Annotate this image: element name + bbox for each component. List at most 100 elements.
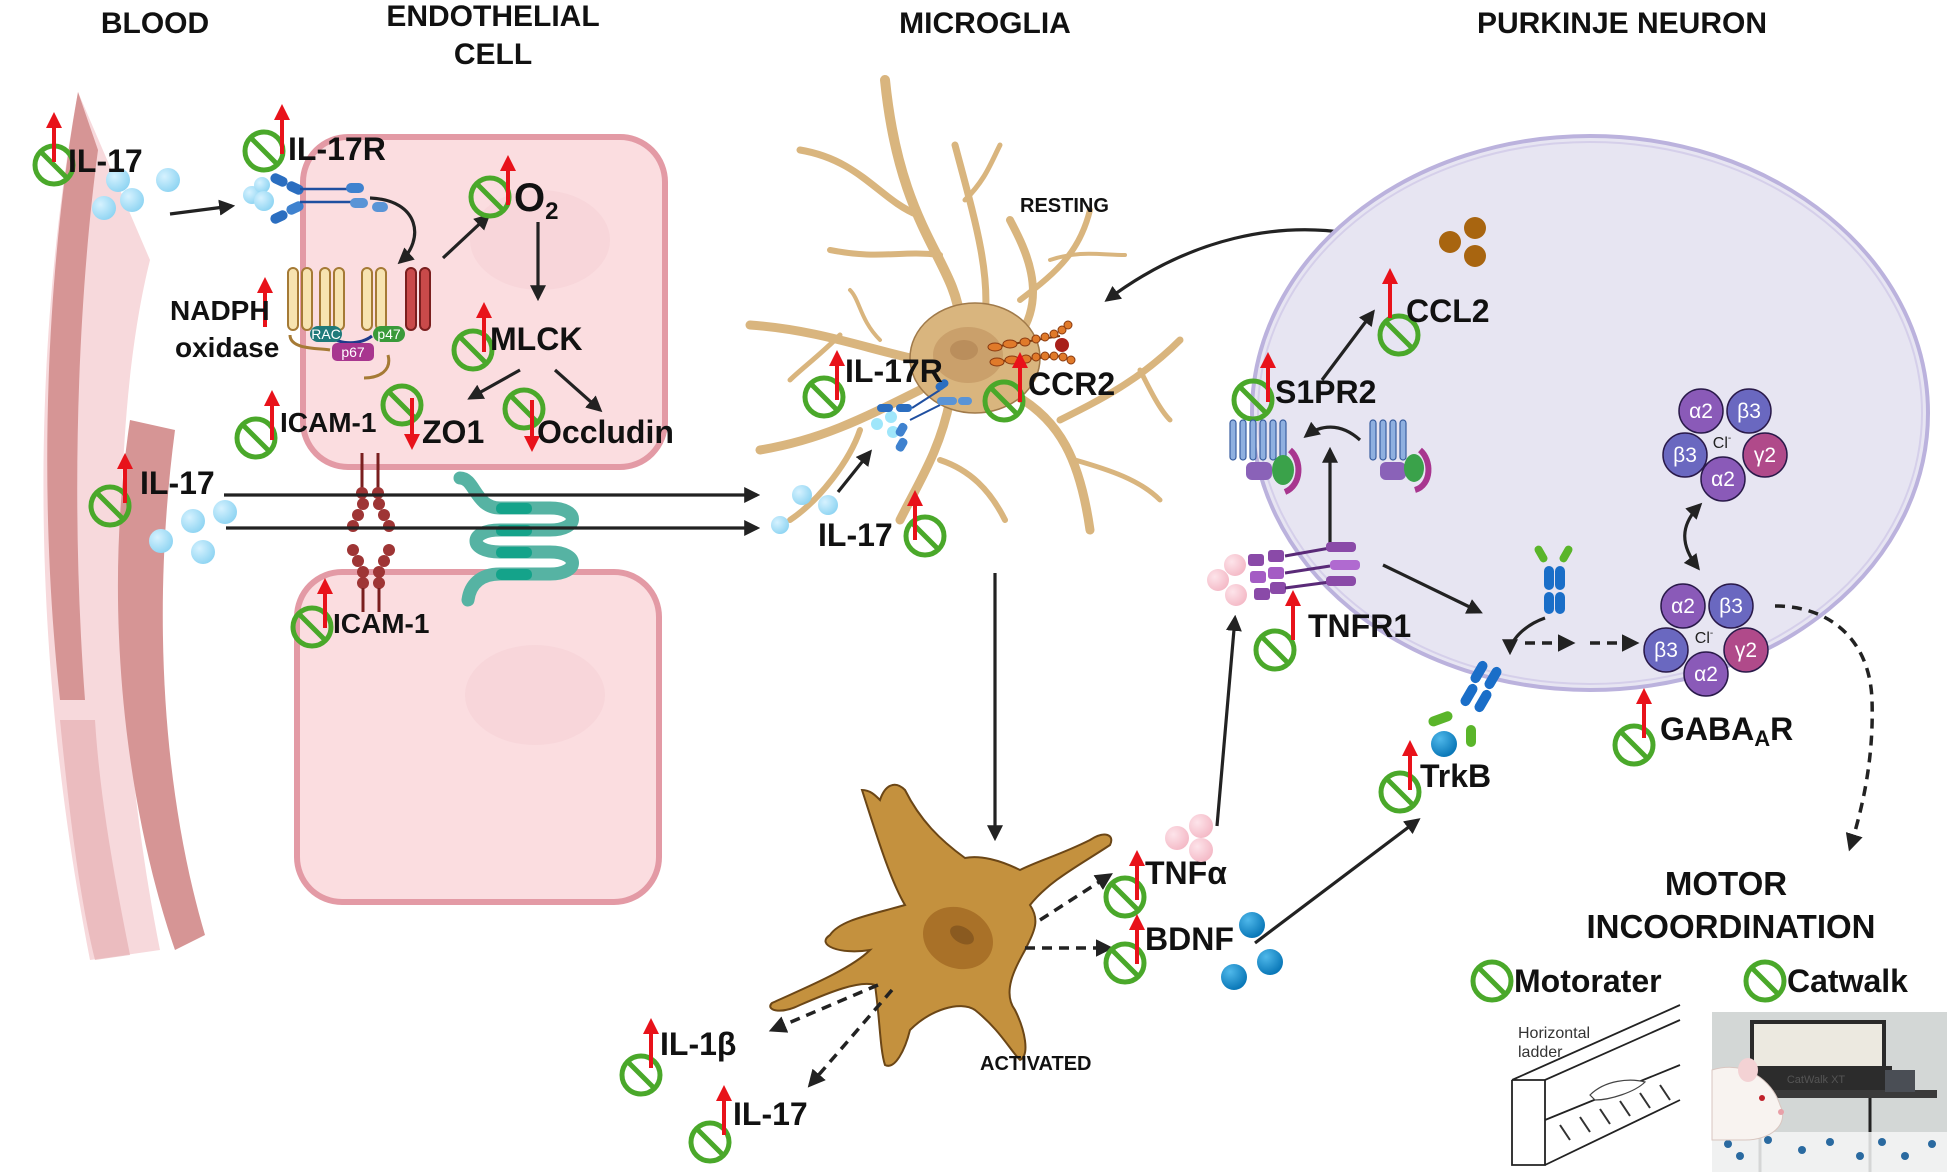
label-mlck: MLCK: [490, 321, 582, 357]
microglia-resting: [745, 75, 1184, 535]
blocked-icon: [1746, 962, 1784, 1000]
label-s1pr2: S1PR2: [1275, 374, 1376, 410]
section-title-purkinje: PURKINJE NEURON: [1477, 7, 1767, 40]
blocked-icon: [1615, 726, 1653, 764]
gaba-subunit: β3: [1673, 444, 1697, 467]
ccl2-particles: [1439, 217, 1486, 267]
label-trkb: TrkB: [1420, 758, 1491, 794]
gaba-subunit: α2: [1711, 468, 1735, 491]
tnfr1-receptor: [1207, 542, 1360, 606]
label-zo1: ZO1: [422, 414, 484, 450]
microglia-activated: [769, 783, 1113, 1067]
label-p47: p47: [377, 326, 401, 342]
il17-particles-blood-mid: [149, 500, 237, 564]
arrow-il17-to-microglia-receptor: [836, 449, 872, 493]
section-title-endothelial-line2: CELL: [454, 38, 532, 71]
blocked-icon: [906, 517, 944, 555]
nucleus-top: [470, 190, 610, 290]
label-rac: RAC: [311, 326, 341, 342]
state-label-activated: ACTIVATED: [980, 1053, 1091, 1075]
nadph-oxidase-complex: RAC p47 p67: [287, 267, 431, 380]
blood-vessel: [43, 92, 205, 960]
blocked-icon: [622, 1056, 660, 1094]
test-label-motorater: Motorater: [1514, 963, 1662, 999]
nucleus-bottom: [465, 645, 605, 745]
horizontal-ladder-image: Horizontal ladder: [1510, 1004, 1681, 1172]
label-ccl2: CCL2: [1406, 293, 1490, 329]
state-label-resting: RESTING: [1020, 195, 1109, 217]
blocked-icon: [1256, 631, 1294, 669]
gaba-subunit: β3: [1654, 639, 1678, 662]
outcome-title-line2: INCOORDINATION: [1586, 908, 1875, 945]
label-il1b: IL-1β: [660, 1026, 736, 1062]
tnfa-particles: [1165, 814, 1213, 862]
arrow-activated-to-tnfa: [1039, 873, 1113, 922]
ladder-caption-line2: ladder: [1518, 1044, 1563, 1061]
catwalk-device-label: CatWalk XT: [1787, 1074, 1846, 1086]
label-tnfr1: TNFR1: [1308, 608, 1411, 644]
label-p67: p67: [341, 344, 365, 360]
label-il17-microglia: IL-17: [818, 517, 893, 553]
trkb-receptor-surface: [1428, 660, 1502, 757]
il17r-receptor-microglia: [871, 379, 972, 452]
label-il17r-microglia: IL-17R: [845, 353, 943, 389]
s1pr2-receptor-inactive: [1369, 419, 1432, 493]
arrow-s1pr2-to-ccl2: [1320, 309, 1375, 381]
purkinje-membrane-inner: [1257, 141, 1923, 685]
il17-particles-blood-top: [92, 168, 180, 220]
blocked-icon: [237, 419, 275, 457]
label-o2: O2: [514, 176, 558, 225]
arrow-tnfa-to-tnfr1: [1215, 614, 1242, 827]
gaba-subunit: γ2: [1754, 444, 1776, 467]
section-title-endothelial-line1: ENDOTHELIAL: [386, 0, 599, 33]
arrow-trkb-recycling: [1502, 616, 1546, 656]
label-bdnf: BDNF: [1145, 921, 1234, 957]
arrow-il17-to-il17r: [169, 199, 236, 216]
test-label-catwalk: Catwalk: [1787, 963, 1908, 999]
il17r-receptor-endothelial: [243, 173, 388, 224]
chloride-label: Cl-: [1695, 628, 1713, 647]
gaba-subunit: β3: [1737, 400, 1761, 423]
label-il17r-endothelial: IL-17R: [288, 131, 386, 167]
label-il17-released: IL-17: [733, 1096, 808, 1132]
tight-junction-strand: [453, 471, 579, 607]
section-title-microglia: MICROGLIA: [899, 7, 1071, 40]
ccr2-receptor: [987, 320, 1076, 367]
label-nadph-line2: oxidase: [175, 332, 279, 363]
purkinje-neuron-soma: [1250, 134, 1930, 692]
gabaa-receptor-internal: [1662, 388, 1788, 502]
arrow-activated-to-il1b: [768, 983, 879, 1033]
label-il17-blood-top: IL-17: [68, 143, 143, 179]
arrow-bdnf-to-trkb: [1254, 818, 1421, 945]
label-icam1-bottom: ICAM-1: [333, 608, 429, 639]
label-ccr2: CCR2: [1028, 366, 1115, 402]
gaba-subunit: α2: [1689, 400, 1713, 423]
section-title-blood: BLOOD: [101, 7, 209, 40]
catwalk-photo: CatWalk XT: [1711, 1012, 1947, 1172]
label-tnfa: TNFα: [1145, 855, 1227, 891]
label-nadph-line1: NADPH: [170, 295, 270, 326]
label-gabaar: GABAAR: [1660, 711, 1793, 751]
label-il17-blood-mid: IL-17: [140, 465, 215, 501]
arrow-s1pr2-activation: [1303, 421, 1362, 442]
blocked-icon: [1381, 773, 1419, 811]
arrow-gaba-to-motor-incoordination: [1774, 604, 1874, 852]
gaba-subunit: γ2: [1735, 639, 1757, 662]
outcome-title-line1: MOTOR: [1665, 865, 1787, 902]
trkb-receptor-internal: [1534, 545, 1573, 614]
arrow-mlck-to-occludin: [553, 368, 603, 413]
il17-particles-microglia: [771, 485, 838, 534]
arrow-gaba-trafficking: [1683, 502, 1703, 571]
ladder-caption-line1: Horizontal: [1518, 1025, 1590, 1042]
blocked-icon: [1473, 962, 1511, 1000]
gaba-subunit: α2: [1694, 663, 1718, 686]
arrow-tnfr1-to-trkb: [1382, 563, 1483, 614]
gaba-subunit: β3: [1719, 595, 1743, 618]
blocked-icon: [245, 132, 283, 170]
gaba-subunit: α2: [1671, 595, 1695, 618]
bdnf-particles: [1221, 912, 1283, 990]
arrow-nadph-to-o2: [441, 213, 491, 260]
arrow-mlck-to-zo1: [467, 368, 521, 400]
s1pr2-receptor-active: [1229, 419, 1302, 495]
